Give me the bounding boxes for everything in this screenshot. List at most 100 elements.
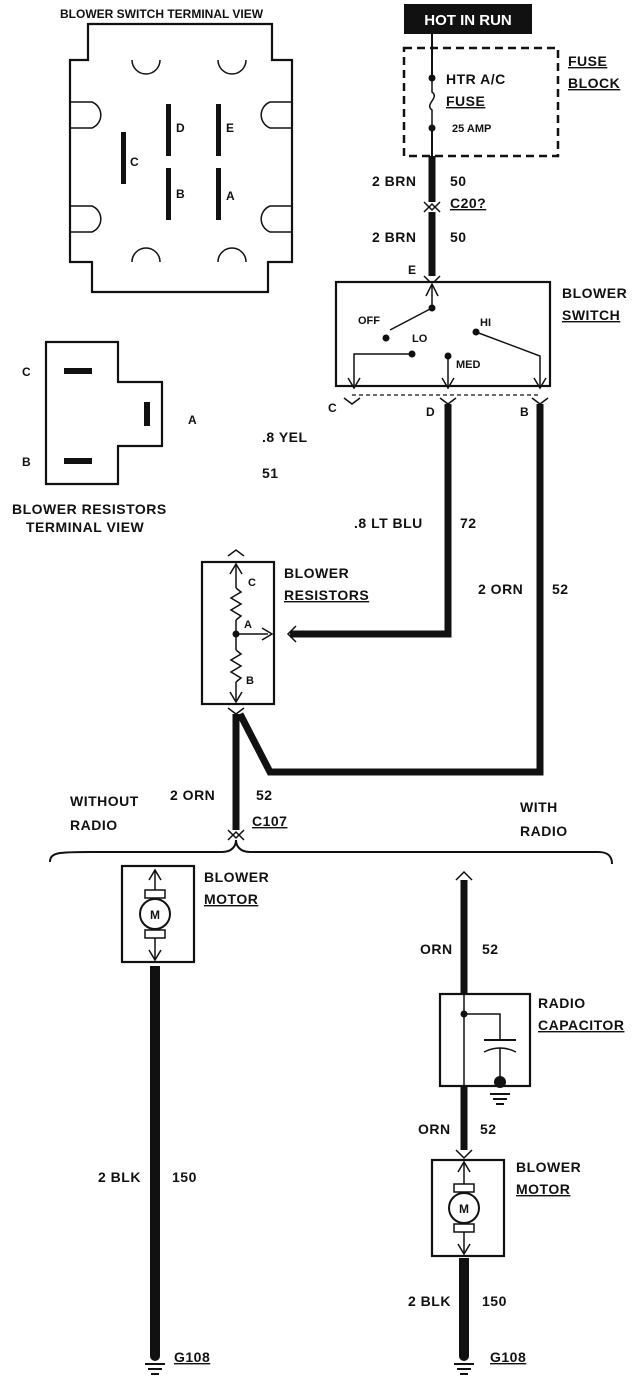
brn-wire-circuit-2: 50 bbox=[450, 229, 467, 245]
switch-terminal-b: B bbox=[176, 187, 185, 201]
notch-top-left bbox=[131, 59, 161, 75]
motor-right-connector bbox=[455, 1149, 473, 1160]
connector-c107-label: C107 bbox=[252, 813, 287, 829]
motor-right-arrow-bottom bbox=[457, 1243, 471, 1256]
fuse-rating: 25 AMP bbox=[452, 123, 491, 135]
yel-wire-size: .8 YEL bbox=[262, 429, 308, 445]
blade-a bbox=[216, 168, 221, 220]
switch-pos-med: MED bbox=[456, 359, 481, 371]
without-radio-2: RADIO bbox=[70, 817, 118, 833]
resistor-terminal-c: C bbox=[248, 577, 256, 589]
orn-main-circuit: 52 bbox=[256, 787, 273, 803]
notch-bottom-right bbox=[217, 247, 247, 263]
notch-right-lower bbox=[260, 205, 292, 233]
brn-wire-size-1: 2 BRN bbox=[372, 173, 417, 189]
capacitor-label-1: RADIO bbox=[538, 995, 586, 1011]
resistor-view-terminal-b: B bbox=[22, 455, 31, 469]
orn-b-wire-circuit: 52 bbox=[552, 581, 569, 597]
switch-label-1: BLOWER bbox=[562, 285, 627, 301]
contact-off bbox=[382, 334, 390, 342]
ltblu-wire bbox=[290, 404, 452, 638]
orn-main-size: 2 ORN bbox=[170, 787, 215, 803]
notch-top-right bbox=[217, 59, 247, 75]
switch-box bbox=[334, 280, 552, 388]
ground-left-node bbox=[150, 1351, 160, 1361]
radio-orn1-size: ORN bbox=[420, 941, 453, 957]
blade-c bbox=[121, 132, 126, 184]
hot-in-run-label: HOT IN RUN bbox=[424, 12, 512, 29]
resistor-blade-b bbox=[64, 458, 92, 464]
notch-left-lower bbox=[70, 205, 102, 233]
fuse-block-label-1: FUSE bbox=[568, 53, 607, 69]
blk-right-circuit: 150 bbox=[482, 1293, 507, 1309]
notch-bottom-left bbox=[131, 247, 161, 263]
motor-right-label-2: MOTOR bbox=[516, 1181, 570, 1197]
connector-c20-label: C20? bbox=[450, 195, 486, 211]
with-radio-1: WITH bbox=[520, 799, 558, 815]
switch-c-connector bbox=[343, 397, 361, 405]
notch-right-upper bbox=[260, 101, 292, 129]
motor-left-label-2: MOTOR bbox=[204, 891, 258, 907]
with-radio-2: RADIO bbox=[520, 823, 568, 839]
switch-pos-lo: LO bbox=[412, 333, 428, 345]
resistor-blade-c bbox=[64, 368, 92, 374]
connector-c20-male bbox=[423, 201, 441, 212]
radio-orn2-circuit: 52 bbox=[480, 1121, 497, 1137]
blade-b bbox=[166, 168, 171, 220]
blk-left-size: 2 BLK bbox=[98, 1169, 141, 1185]
motor-right-arrow-top bbox=[457, 1160, 471, 1173]
brn-wire-circuit-1: 50 bbox=[450, 173, 467, 189]
blower-switch: E BLOWER SWITCH OFF LO HI MED C D B bbox=[328, 263, 627, 419]
ltblu-wire-circuit: 72 bbox=[460, 515, 477, 531]
blade-e bbox=[216, 104, 221, 156]
resistor-terminal-a: A bbox=[244, 619, 252, 631]
motor-left-arrow-top bbox=[148, 868, 162, 881]
resistor-terminal-b: B bbox=[246, 675, 254, 687]
fuse-block-outline bbox=[402, 46, 560, 158]
switch-pos-hi: HI bbox=[480, 317, 491, 329]
switch-terminal-d: D bbox=[176, 121, 185, 135]
ground-right-node bbox=[459, 1351, 469, 1361]
resistors-label-2: RESISTORS bbox=[284, 587, 369, 603]
switch-pos-off: OFF bbox=[358, 315, 380, 327]
resistor-view-terminal-c: C bbox=[22, 365, 31, 379]
ground-left-symbol bbox=[145, 1351, 165, 1375]
switch-out-c: C bbox=[328, 401, 337, 415]
switch-terminal-e-label: E bbox=[408, 263, 416, 277]
resistor-blade-a bbox=[144, 402, 150, 426]
resistor-arrow-top bbox=[229, 562, 243, 575]
blade-d bbox=[166, 104, 171, 156]
connector-c20-female bbox=[423, 202, 441, 213]
radio-feed-connector bbox=[455, 870, 473, 881]
switch-d-connector bbox=[439, 397, 457, 405]
resistor-b-connector bbox=[227, 707, 245, 715]
power-source: HOT IN RUN FUSE BLOCK HTR A/C FUSE 25 AM… bbox=[402, 4, 620, 158]
fuse-name-1: HTR A/C bbox=[446, 71, 506, 87]
switch-connector-outline bbox=[68, 22, 294, 294]
switch-hi-arrow bbox=[533, 377, 547, 390]
switch-b-connector bbox=[531, 397, 549, 405]
fuse-block-label-2: BLOCK bbox=[568, 75, 620, 91]
switch-hi-lead bbox=[475, 331, 541, 388]
resistor-view-terminal-a: A bbox=[188, 413, 197, 427]
fuse-name-2: FUSE bbox=[446, 93, 485, 109]
resistor-a-connector bbox=[286, 625, 297, 643]
switch-med-arrow bbox=[441, 377, 455, 390]
notch-left-upper bbox=[70, 101, 102, 129]
capacitor-label-2: CAPACITOR bbox=[538, 1017, 624, 1033]
switch-terminal-view: BLOWER SWITCH TERMINAL VIEW D E C B A bbox=[60, 7, 294, 294]
ground-right-label: G108 bbox=[490, 1349, 526, 1365]
blk-left-circuit: 150 bbox=[172, 1169, 197, 1185]
switch-lo-lead bbox=[353, 353, 412, 388]
connector-c107-male bbox=[227, 829, 245, 840]
ltblu-wire-size: .8 LT BLU bbox=[354, 515, 423, 531]
motor-right-m: M bbox=[459, 1202, 469, 1216]
resistors-label-1: BLOWER bbox=[284, 565, 349, 581]
motor-left-label-1: BLOWER bbox=[204, 869, 269, 885]
resistor-terminal-view: C A B BLOWER RESISTORS TERMINAL VIEW bbox=[12, 340, 197, 535]
radio-orn1-circuit: 52 bbox=[482, 941, 499, 957]
blower-resistors: BLOWER RESISTORS C A B bbox=[200, 549, 369, 715]
switch-blade bbox=[389, 307, 433, 331]
ground-right-symbol bbox=[454, 1351, 474, 1375]
radio-capacitor: RADIO CAPACITOR bbox=[438, 992, 624, 1105]
